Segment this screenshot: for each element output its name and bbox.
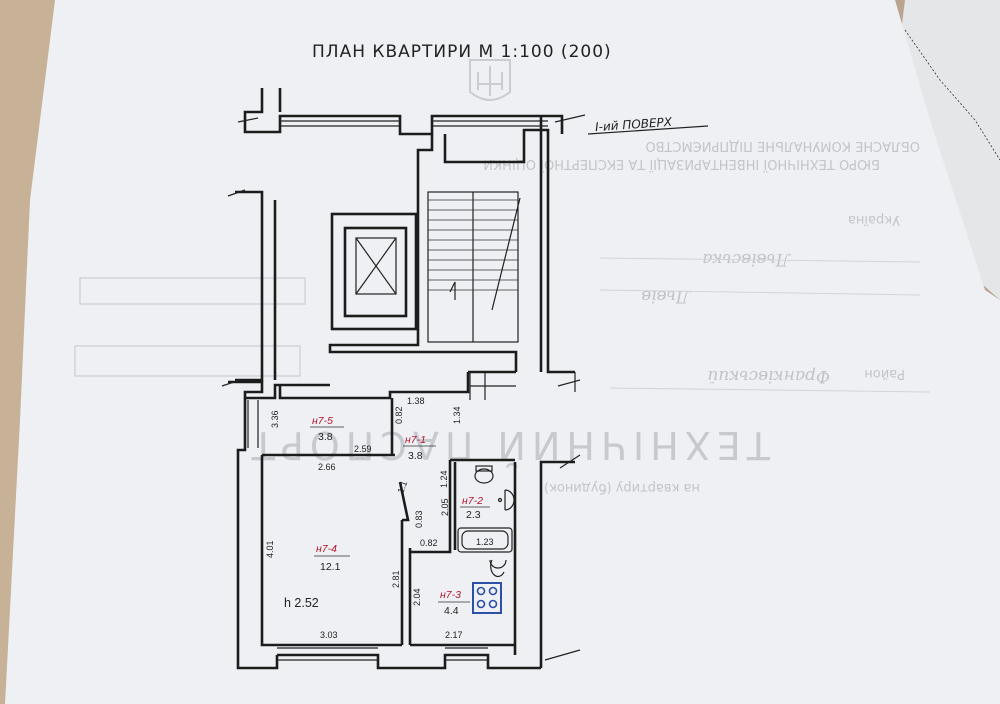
room-id: н7-5 — [312, 415, 333, 427]
staircase-icon — [427, 191, 521, 343]
room-5: н7-5 3.8 — [310, 415, 344, 443]
apartment-left-wall — [236, 398, 279, 670]
dim-label: 3.03 — [320, 630, 338, 640]
washbasin-icon — [489, 559, 507, 578]
room-area: 3.8 — [408, 450, 423, 462]
dim-label: 3.36 — [270, 410, 280, 428]
faded-document-subheading: на квартиру (будинок) — [544, 480, 700, 495]
faded-region-handwritten: Львівська — [702, 249, 791, 269]
sheet-ring-binding — [904, 29, 1000, 161]
faded-city-handwritten: Львів — [641, 286, 691, 306]
dim-label: 1.1 — [395, 480, 409, 495]
dim-label: 2.05 — [440, 498, 450, 516]
faded-district-label: Район — [864, 366, 905, 381]
faded-form-line-1 — [599, 289, 921, 296]
ceiling-height-label: h 2.52 — [284, 596, 319, 610]
room-id: н7-2 — [462, 495, 483, 507]
washbasin-icon — [497, 489, 515, 511]
room-area: 4.4 — [444, 605, 459, 617]
dim-label: 2.04 — [412, 588, 422, 606]
upper-facade-wall — [243, 88, 564, 136]
apartment-bottom-wall — [277, 653, 541, 670]
dim-label: 1.24 — [439, 470, 449, 488]
plan-title: ПЛАН КВАРТИРИ М 1:100 (200) — [312, 42, 612, 62]
faded-form-line-2 — [599, 257, 921, 263]
coat-of-arms-icon — [469, 59, 511, 101]
room-2: н7-2 2.3 — [460, 495, 490, 521]
dim-label: 0.82 — [420, 538, 438, 548]
faded-form-box-2 — [74, 345, 301, 377]
room-id: н7-4 — [316, 543, 337, 555]
room-3: н7-3 4.4 — [438, 589, 470, 617]
room-1: н7-1 3.8 — [403, 434, 436, 462]
stairwell-wall — [328, 134, 518, 372]
faded-form-box-1 — [79, 277, 306, 305]
dim-label: 1.34 — [452, 406, 462, 424]
second-sheet — [900, 0, 1000, 300]
room-4: н7-4 12.1 — [314, 543, 350, 573]
room-area: 3.8 — [318, 431, 333, 443]
dim-label: 1.23 — [476, 537, 494, 547]
faded-org-line-1: ОБЛАСНЕ КОМУНАЛЬНЕ ПІДПРИЄМСТВО — [645, 138, 920, 153]
elevator-shaft-wall — [330, 212, 418, 331]
dim-label: 2.17 — [445, 630, 463, 640]
faded-form-line-3 — [609, 387, 931, 393]
room-area: 2.3 — [466, 509, 481, 521]
floor-label-underline — [587, 125, 709, 135]
faded-district-handwritten: Франківський — [707, 366, 830, 386]
faded-country: Україна — [848, 212, 900, 227]
bathtub-icon — [457, 527, 513, 553]
room-id: н7-3 — [440, 589, 461, 601]
toilet-icon — [474, 465, 494, 484]
elevator-shaft-icon — [355, 237, 397, 295]
faded-org-line-2: БЮРО ТЕХНІЧНОЇ ІНВЕНТАРИЗАЦІЇ ТА ЕКСПЕРТ… — [483, 156, 880, 172]
building-walls — [221, 88, 586, 670]
apartment-right-wall — [539, 460, 575, 668]
dim-label: 2.81 — [391, 570, 401, 588]
dim-label: 0.82 — [394, 406, 404, 424]
dim-label: 2.66 — [318, 462, 336, 472]
dim-label: 1.38 — [407, 396, 425, 406]
dimension-labels: 3.36 1.38 0.82 1.34 2.59 2.66 1.24 1.1 2… — [265, 396, 494, 640]
stove-icon — [472, 582, 502, 614]
room-area: 12.1 — [320, 561, 341, 573]
dim-label: 4.01 — [265, 540, 275, 558]
dim-label: 0.83 — [414, 510, 424, 528]
dim-label: 2.59 — [354, 444, 372, 454]
room-id: н7-1 — [405, 434, 426, 446]
